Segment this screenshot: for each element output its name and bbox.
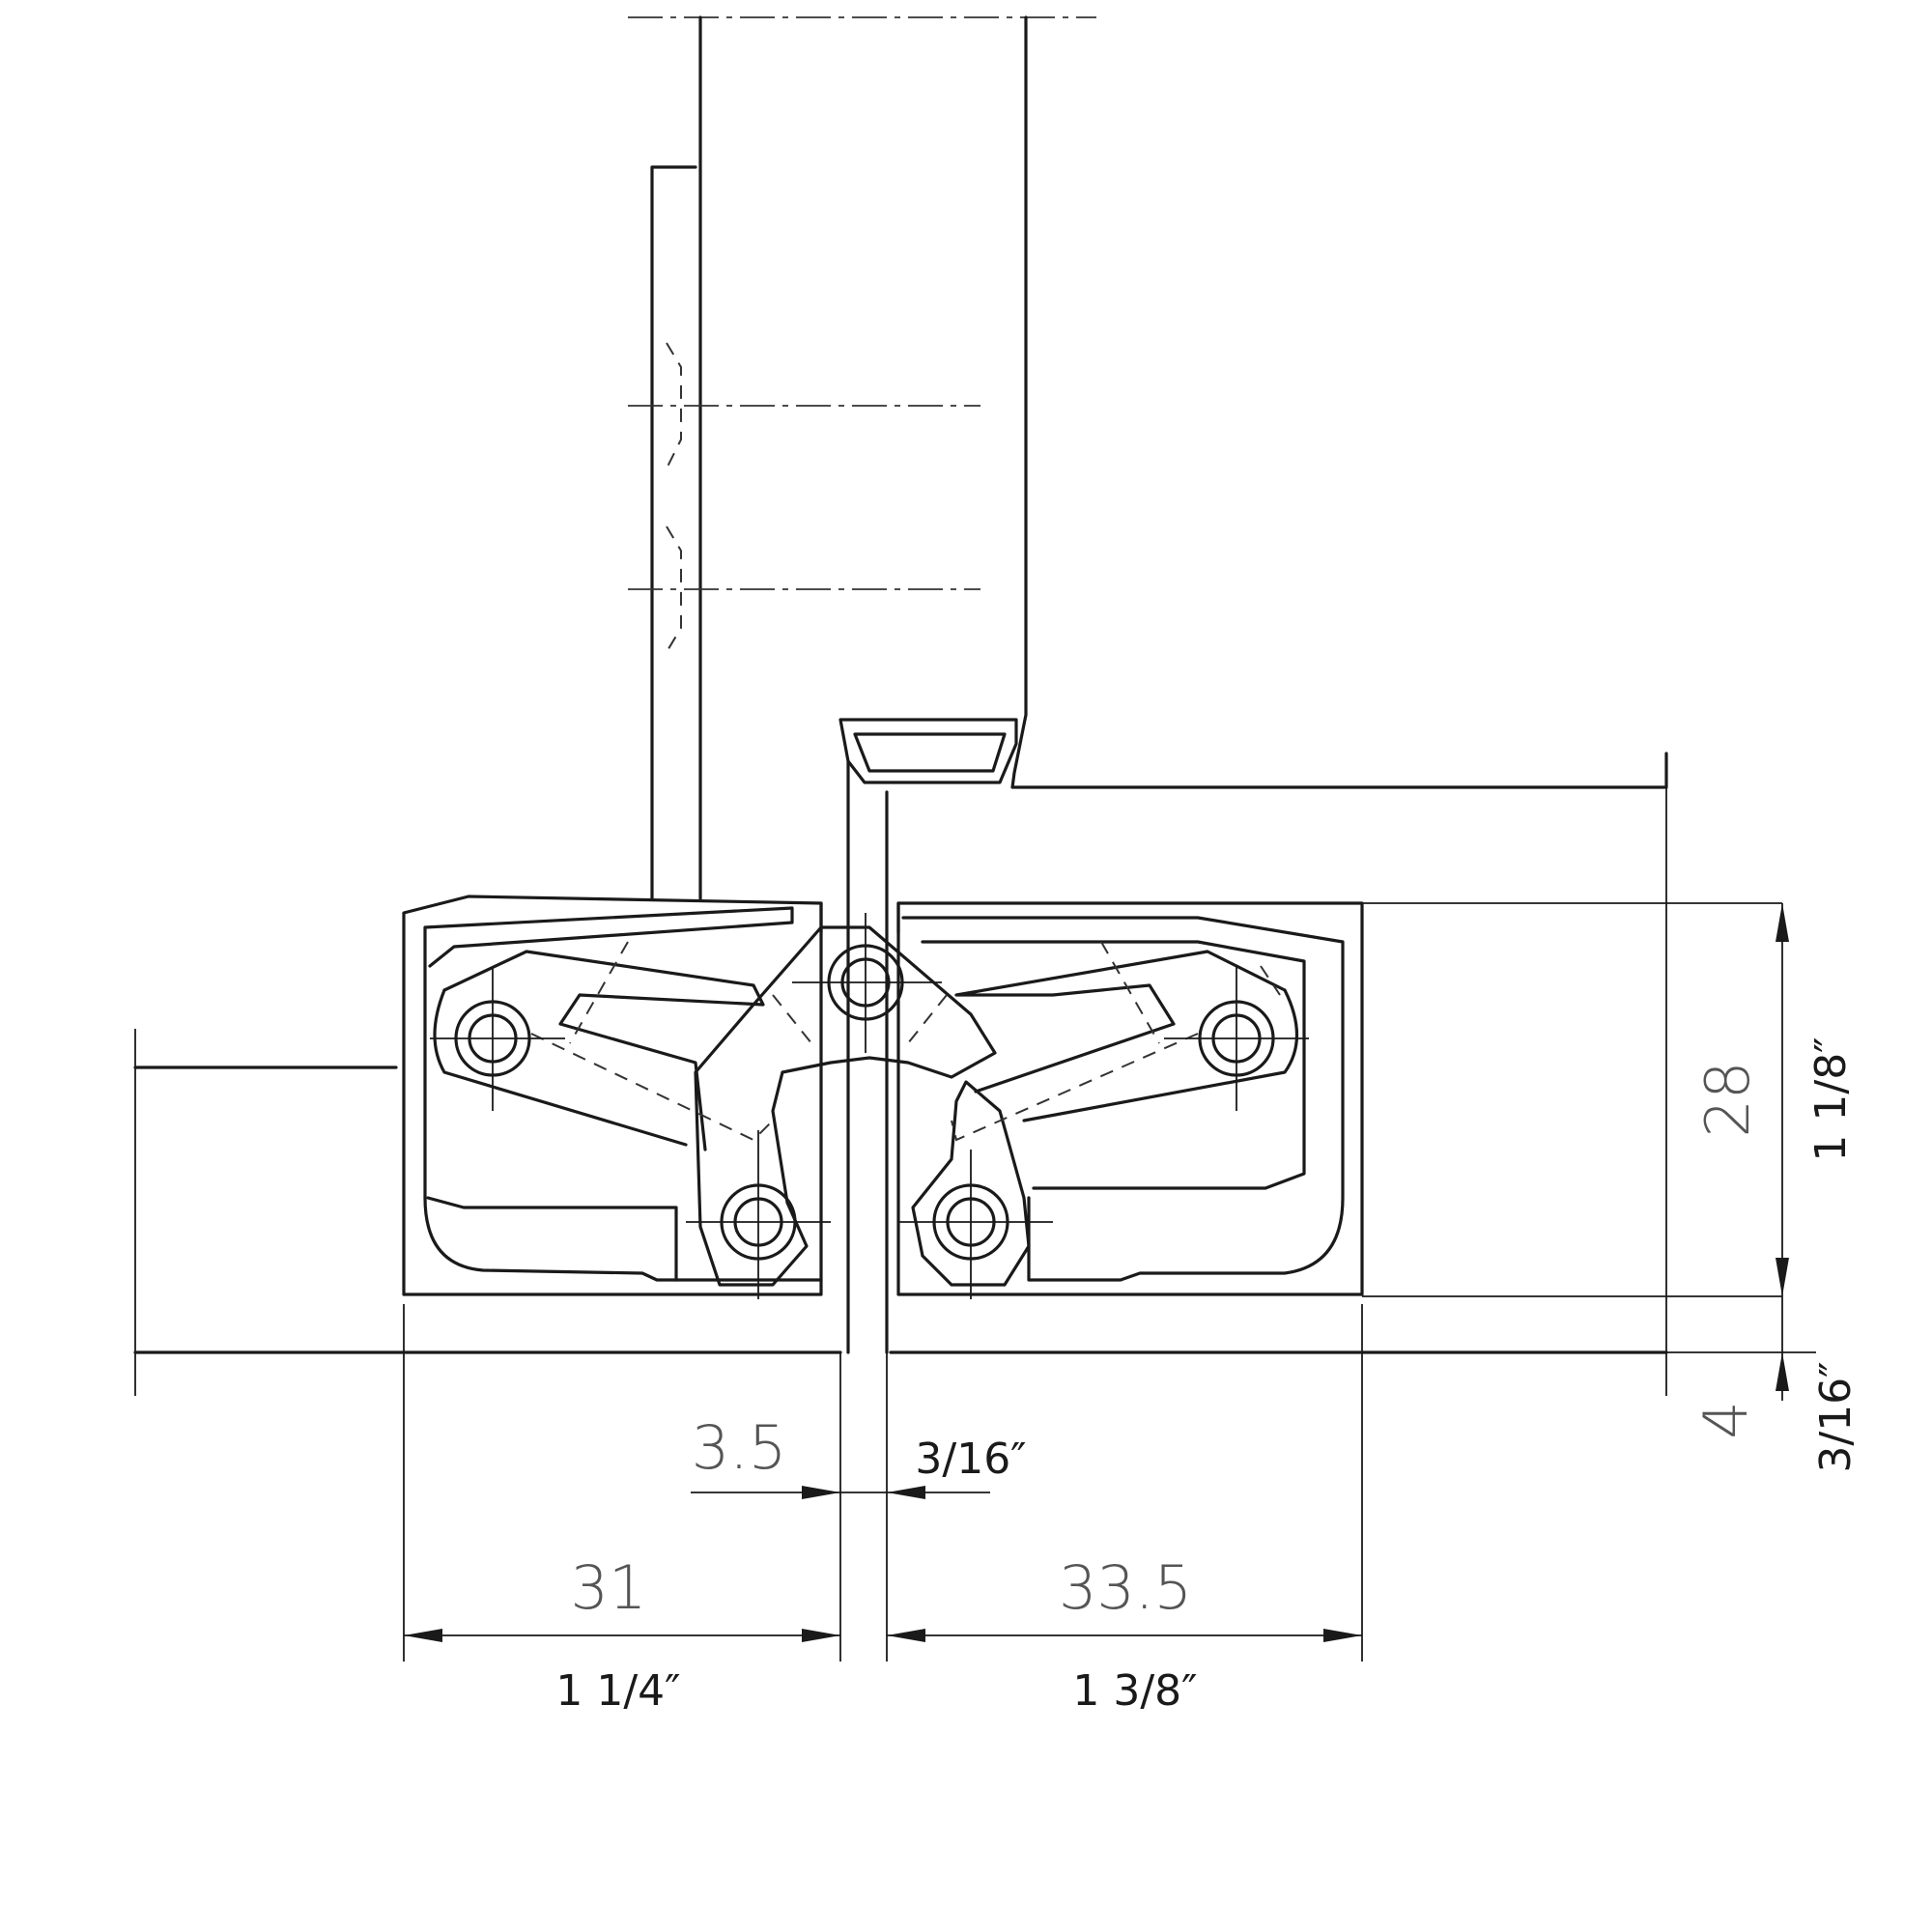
width-left-inch-label: 1 1/4″ (555, 1666, 680, 1716)
height-metric-label: 28 (1692, 1062, 1763, 1138)
pivot-centerlines (430, 913, 1309, 1299)
housing-left (402, 895, 823, 1296)
door-edge-bracket-inner (853, 732, 1007, 773)
width-right-metric-label: 33.5 (1059, 1552, 1192, 1623)
gap-metric-label: 3.5 (692, 1412, 787, 1483)
door-plate (650, 165, 697, 900)
center-knuckle (694, 925, 997, 1287)
left-arm (442, 950, 765, 1151)
height-inch-label: 1 1/8″ (1806, 1037, 1856, 1161)
hidden-arms (530, 941, 1281, 1142)
housing-right (896, 901, 1364, 1296)
right-lower-link (911, 1080, 1031, 1287)
dimension-labels: 31 1 1/4″ 33.5 1 3/8″ 3.5 3/16″ 28 1 1/8… (555, 1037, 1861, 1716)
gap-inch-label: 3/16″ (915, 1435, 1026, 1484)
door-leaf (628, 15, 1668, 1354)
door-right-edge (1010, 15, 1668, 789)
hinge-body (402, 895, 1364, 1299)
door-edge-bracket (838, 718, 1018, 784)
pivot-pins (454, 944, 1275, 1261)
offset-metric-label: 4 (1690, 1401, 1761, 1438)
dimension-lines (403, 902, 1816, 1662)
width-left-metric-label: 31 (571, 1552, 647, 1623)
frame (133, 753, 1668, 1396)
hidden-screws (628, 342, 980, 653)
width-right-inch-label: 1 3/8″ (1072, 1666, 1197, 1716)
right-arm (954, 950, 1287, 1094)
offset-inch-label: 3/16″ (1811, 1361, 1861, 1472)
